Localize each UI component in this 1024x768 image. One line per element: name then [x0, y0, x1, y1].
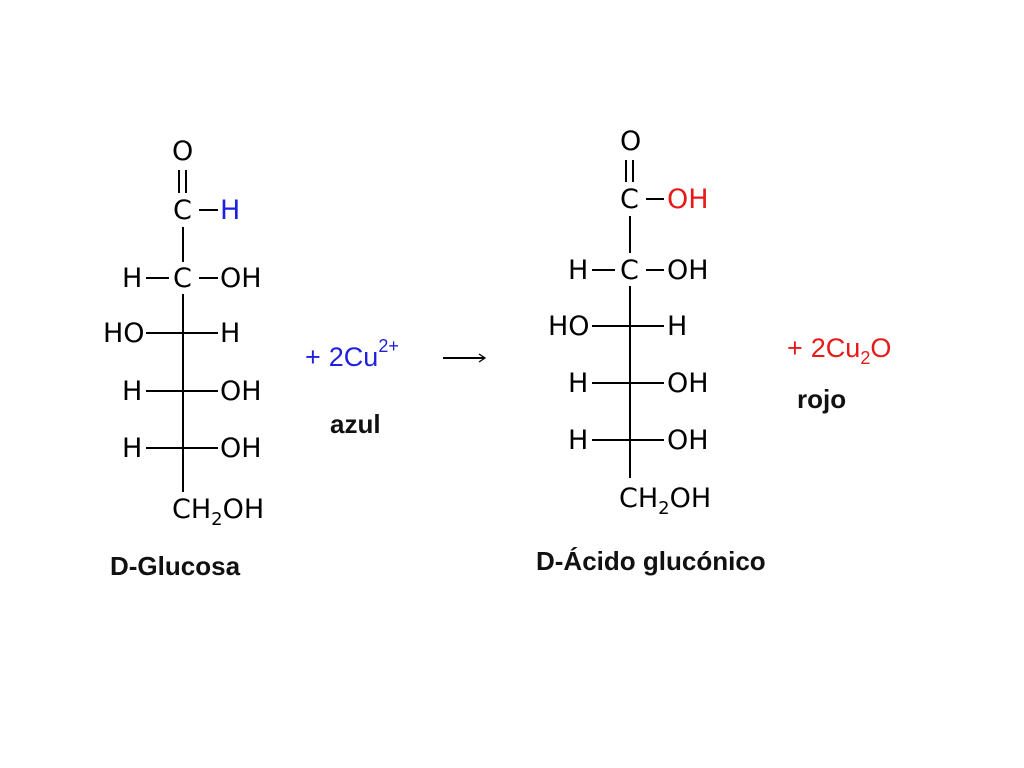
glucose-aldehyde-hydrogen: H	[220, 195, 240, 226]
glucose-c2-oh: OH	[220, 263, 262, 294]
gluconic-c2-oh: OH	[667, 255, 709, 286]
glucose-c1-carbon: C	[173, 195, 192, 226]
glucose-c2-h: H	[122, 263, 142, 294]
gluconic-acid-structure: O C OH H C OH HO H H OH H OH CH2OH	[548, 126, 711, 519]
gluconic-c1-carbon: C	[620, 184, 639, 215]
copper-reagent: +2Cu2+ azul	[305, 336, 399, 439]
gluconic-c5-h: H	[568, 425, 588, 456]
gluconic-c3-ho: HO	[548, 311, 590, 342]
copper-charge: 2+	[378, 336, 399, 356]
gluconic-c2-h: H	[568, 255, 588, 286]
glucose-ch2oh: CH2OH	[172, 494, 264, 530]
gluconic-c5-oh: OH	[667, 425, 709, 456]
gluconic-name: D-Ácido glucónico	[536, 546, 766, 576]
gluconic-carbonyl-oxygen: O	[620, 126, 641, 157]
copper-oxide-formula: +2Cu2O	[787, 333, 891, 368]
copper-plus: +	[305, 342, 321, 372]
gluconic-ch2oh-ch: CH	[619, 483, 658, 514]
copper-color-label: azul	[330, 409, 381, 439]
glucose-c3-h: H	[220, 318, 240, 349]
gluconic-c3-h: H	[667, 311, 687, 342]
copper-oxide-color-label: rojo	[797, 384, 846, 414]
glucose-c3-ho: HO	[103, 318, 145, 349]
glucose-structure: O C H H C OH HO H H OH H OH CH2OH	[103, 136, 264, 530]
gluconic-c4-h: H	[568, 368, 588, 399]
glucose-ch2oh-sub: 2	[211, 509, 222, 530]
copper-formula-main: 2Cu	[329, 342, 379, 372]
glucose-c5-h: H	[122, 433, 142, 464]
glucose-c5-oh: OH	[220, 433, 262, 464]
gluconic-ch2oh-oh: OH	[670, 483, 712, 514]
copper-oxide-formula-main: 2Cu	[811, 333, 861, 363]
copper-oxide-formula-tail: O	[870, 333, 891, 363]
glucose-aldehyde-oxygen: O	[172, 136, 193, 167]
glucose-c2-carbon: C	[173, 263, 192, 294]
copper-oxide-product: +2Cu2O rojo	[787, 333, 891, 414]
glucose-ch2oh-ch: CH	[172, 494, 211, 525]
gluconic-ch2oh-sub: 2	[658, 498, 669, 519]
gluconic-ch2oh: CH2OH	[619, 483, 711, 519]
gluconic-carboxyl-oh: OH	[667, 184, 709, 215]
copper-ion-formula: +2Cu2+	[305, 336, 399, 372]
gluconic-c4-oh: OH	[667, 368, 709, 399]
reaction-arrow	[443, 353, 487, 363]
glucose-name: D-Glucosa	[110, 551, 241, 581]
reaction-arrow-head	[478, 353, 487, 363]
copper-oxide-plus: +	[787, 333, 803, 363]
gluconic-c2-carbon: C	[620, 255, 639, 286]
glucose-c4-oh: OH	[220, 376, 262, 407]
glucose-c4-h: H	[122, 376, 142, 407]
copper-oxide-sub: 2	[860, 348, 870, 368]
glucose-ch2oh-oh: OH	[223, 494, 265, 525]
